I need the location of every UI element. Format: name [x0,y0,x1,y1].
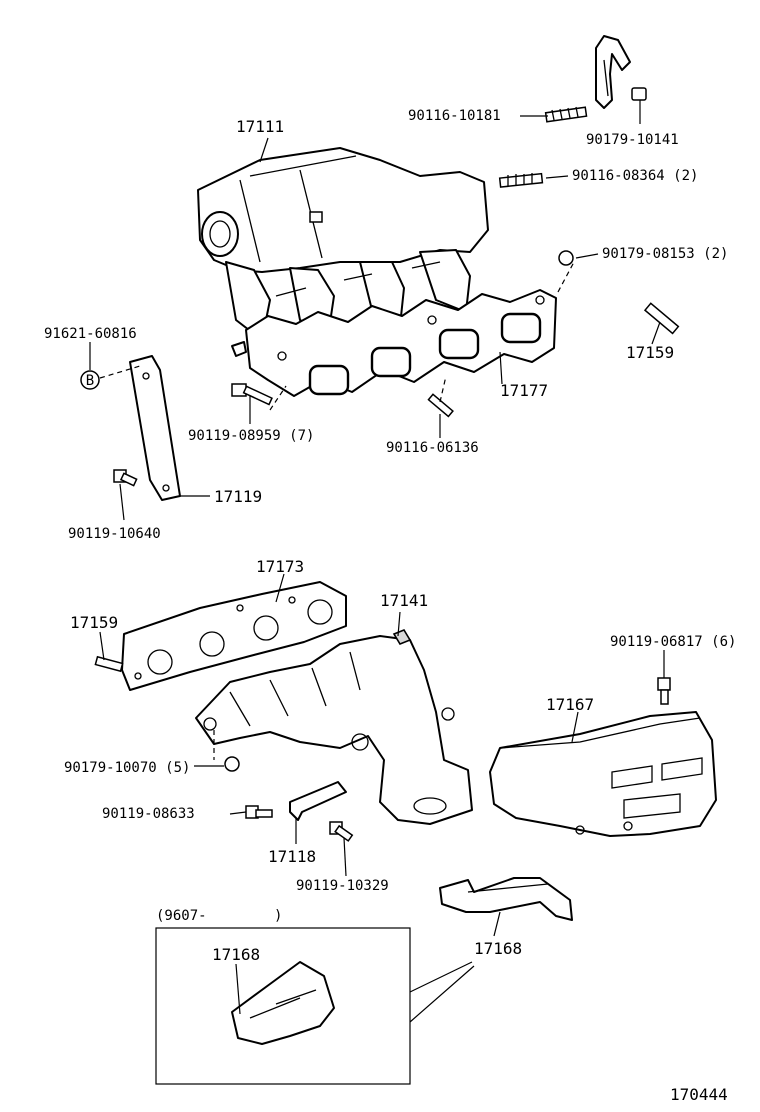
label-17167: 17167 [546,695,594,714]
stay-17118 [289,781,347,821]
label-17159-top: 17159 [626,343,674,362]
manifold-stay-17119 [129,355,181,501]
label-90119-10640: 90119-10640 [68,526,161,542]
bolt-90119-06817 [657,677,671,705]
nut-90179-10070 [224,756,240,772]
label-90116-08364: 90116-08364 (2) [572,168,698,184]
badge-b-letter: B [86,373,94,389]
bolt-90119-08959 [231,383,273,406]
label-90179-10070: 90179-10070 (5) [64,760,190,776]
stud-17159-mid [94,655,124,673]
label-17173: 17173 [256,557,304,576]
bolt-90119-10640 [113,469,138,487]
leader-lines [89,100,665,1015]
heat-insulator-17167 [489,711,717,837]
badge-b-91621-60816: B [80,370,100,390]
nut-90179-10141 [631,87,647,101]
stud-90116-08364 [498,172,544,188]
label-17119: 17119 [214,487,262,506]
label-90179-10141: 90179-10141 [586,132,679,148]
label-range: (9607- ) [156,908,282,924]
hanger-bracket [595,35,631,109]
label-17141: 17141 [380,591,428,610]
label-90119-10329: 90119-10329 [296,878,389,894]
intake-manifold-17111 [197,147,557,397]
label-90179-08153: 90179-08153 (2) [602,246,728,262]
label-17168: 17168 [474,939,522,958]
figure-number: 170444 [670,1085,728,1104]
bolt-90119-08633 [245,805,273,819]
label-90119-08959: 90119-08959 (7) [188,428,314,444]
variant-box [155,927,411,1085]
label-90116-10181: 90116-10181 [408,108,501,124]
exhaust-manifold-17141 [195,629,473,825]
label-90119-08633: 90119-08633 [102,806,195,822]
heat-insulator-17168 [439,877,573,921]
label-17177: 17177 [500,381,548,400]
label-17168-box: 17168 [212,945,260,964]
label-17118: 17118 [268,847,316,866]
gasket-17173 [121,581,347,691]
variant-callout-lines [409,961,475,1023]
nut-90179-08153 [558,250,574,266]
label-17159-mid: 17159 [70,613,118,632]
stud-90116-06136 [427,393,454,418]
stud-17159-top [643,302,680,335]
bolt-90119-10329 [329,821,354,842]
label-91621-60816: 91621-60816 [44,326,137,342]
label-90116-06136: 90116-06136 [386,440,479,456]
label-17111: 17111 [236,117,284,136]
label-90119-06817: 90119-06817 (6) [610,634,736,650]
stud-90116-10181 [544,106,588,123]
